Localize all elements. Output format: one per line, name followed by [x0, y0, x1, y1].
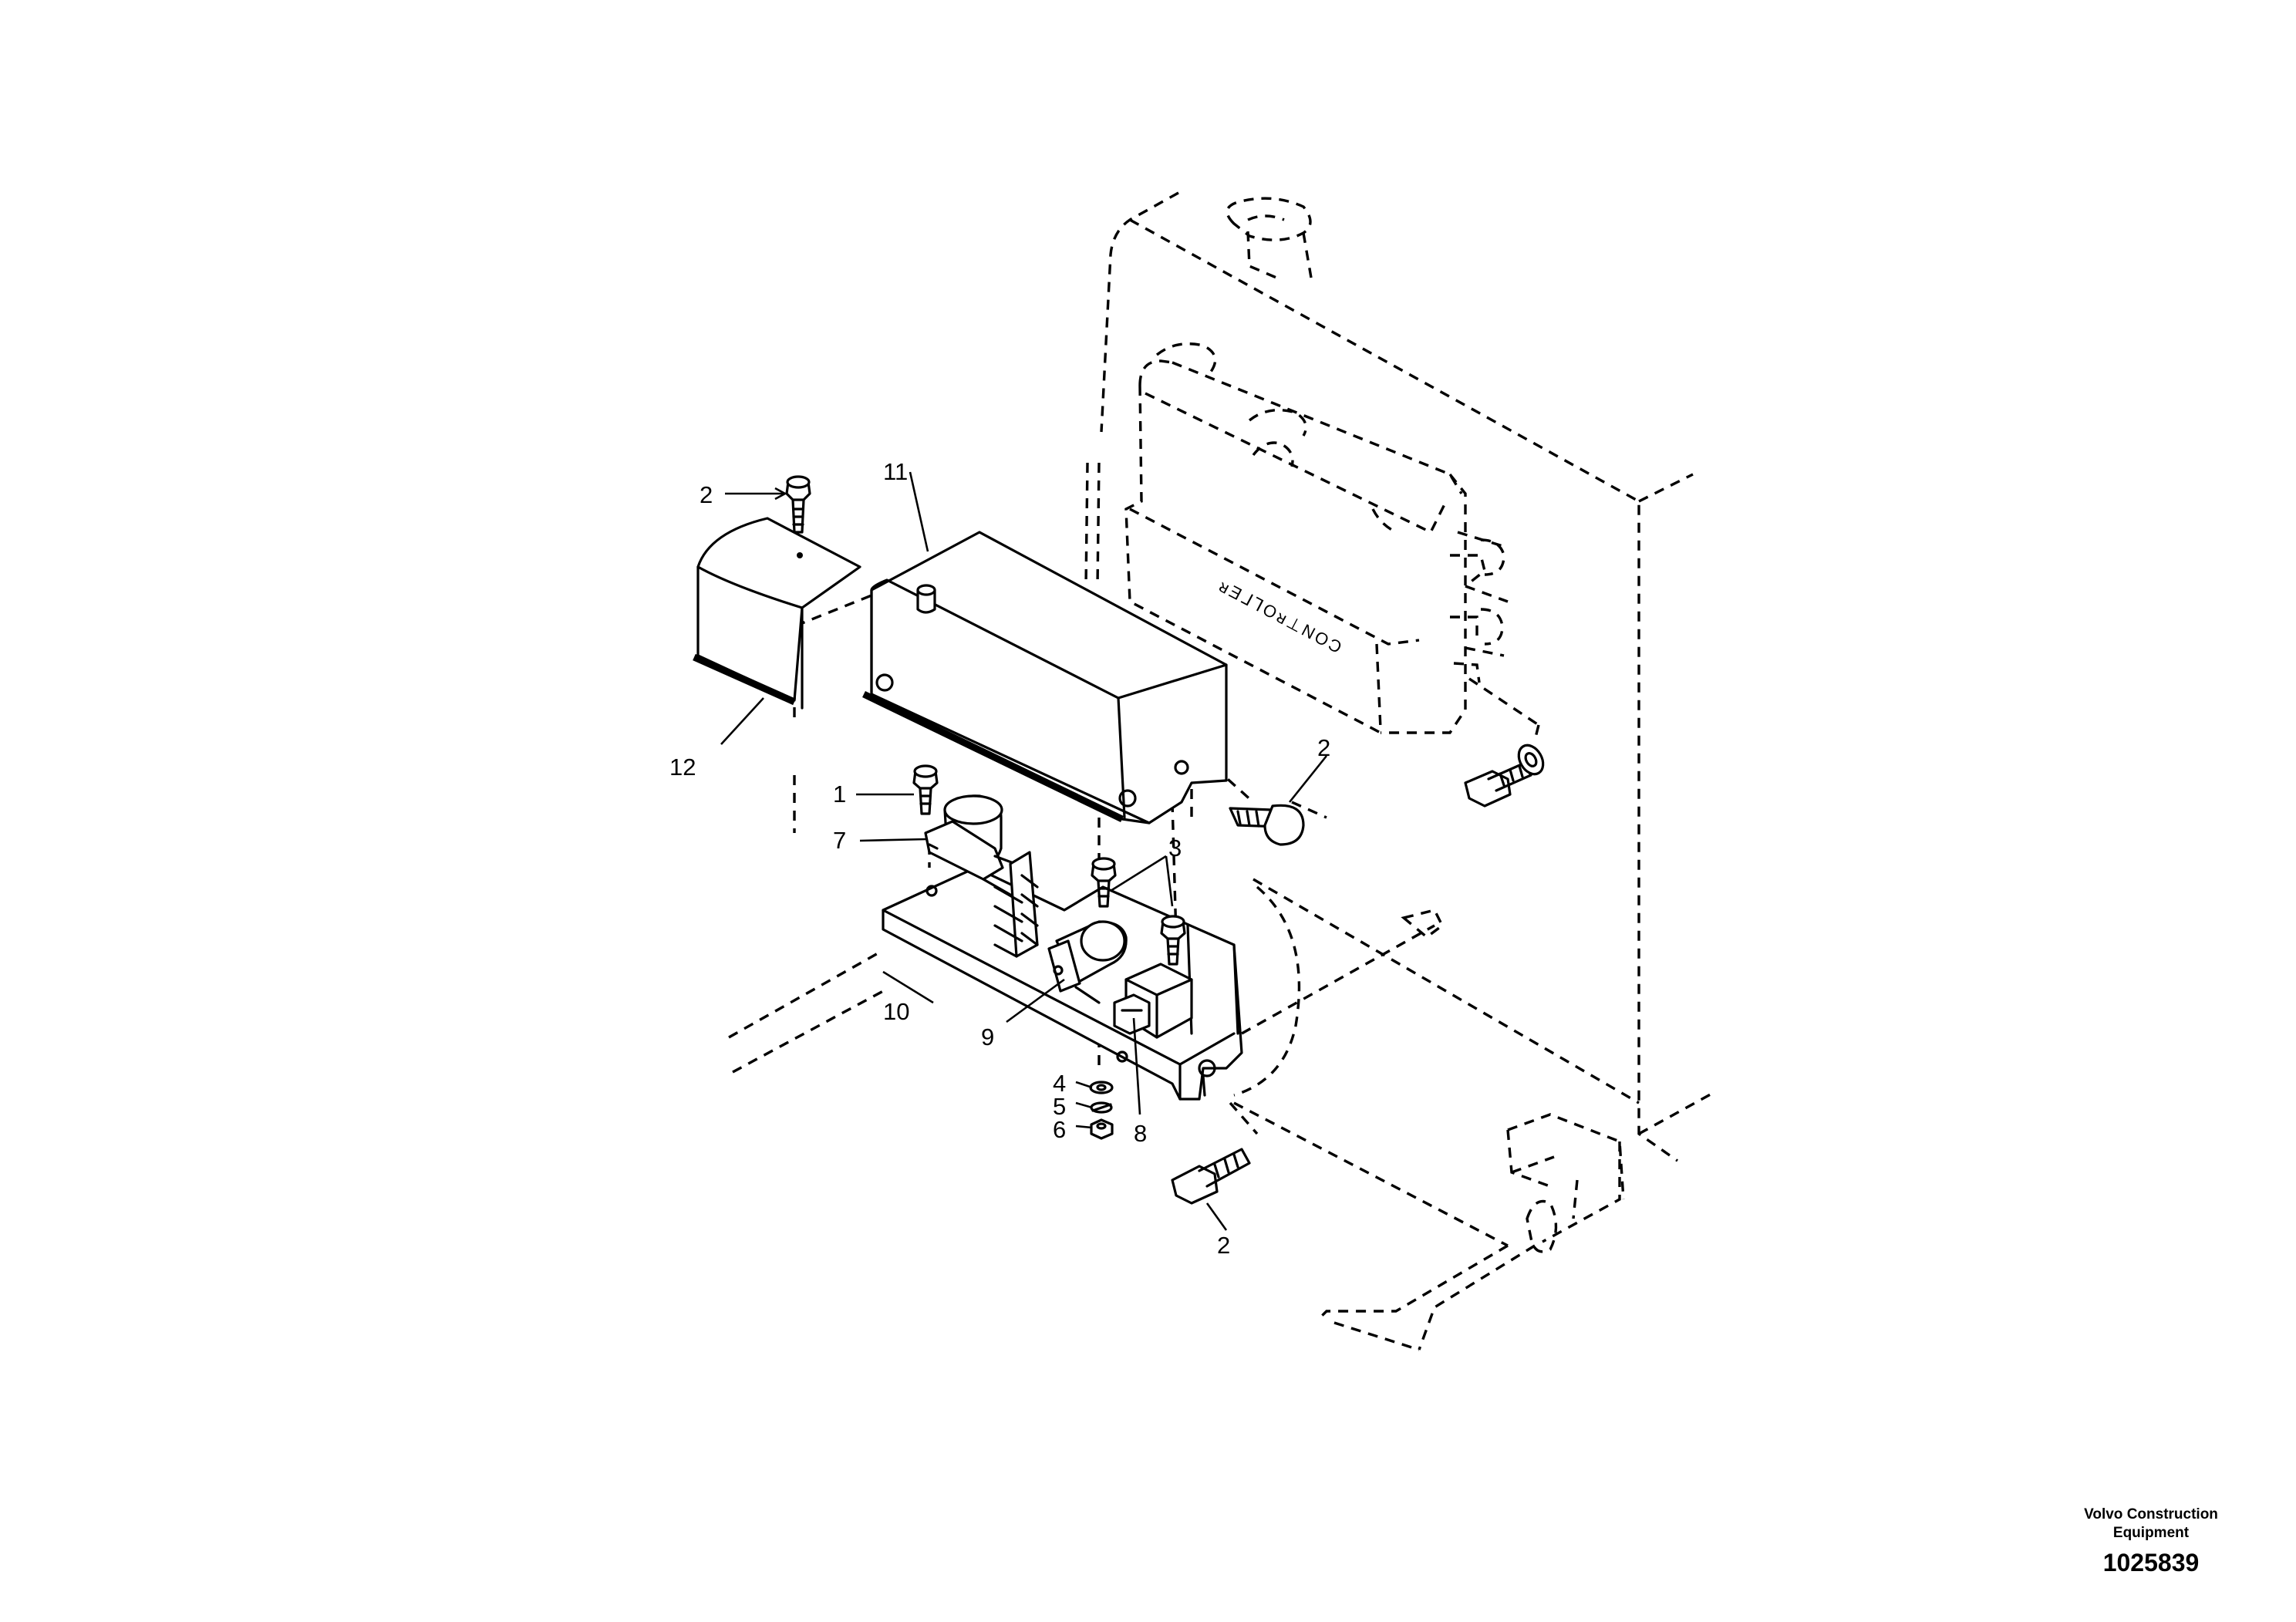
callout-6: 6: [1053, 1116, 1066, 1143]
callout-10: 10: [883, 998, 909, 1025]
publisher-name-line2: Equipment: [2112, 1525, 2190, 1541]
ecu-label: ᴚƎᒧꓶOᴚ⊥NOƆ: [1215, 576, 1347, 658]
lock-washer-part-5: [1090, 1101, 1113, 1114]
bolt-part-3-right: [1160, 915, 1186, 966]
callout-1: 1: [833, 781, 846, 808]
callout-7: 7: [833, 827, 846, 854]
bolt-part-3-left: [1091, 857, 1117, 908]
terminal-strip: [993, 851, 1039, 958]
bolt-part-2-top: [785, 475, 811, 534]
bolt-part-2-right: [1229, 804, 1305, 846]
bolt-part-1: [912, 764, 939, 815]
illustration-number: 1025839: [2102, 1549, 2200, 1576]
callout-8: 8: [1134, 1120, 1147, 1147]
callout-2-right: 2: [1317, 734, 1330, 761]
connector-part-8: [1113, 963, 1193, 1039]
callout-5: 5: [1053, 1093, 1066, 1120]
callout-4: 4: [1053, 1070, 1066, 1097]
publisher-credit: Volvo Construction Equipment 1025839: [2058, 1506, 2244, 1577]
ecu-unit-outline: [1124, 342, 1540, 741]
bolt-part-2-bottom: [1171, 1148, 1251, 1205]
cover-box-part-11: [862, 531, 1228, 824]
washer-part-4: [1089, 1081, 1114, 1094]
small-cover-part-12: [693, 517, 861, 710]
callout-3: 3: [1168, 835, 1182, 862]
callout-12: 12: [669, 754, 696, 781]
nut-part-6: [1090, 1118, 1114, 1140]
callouts: 2 11 12 2 1 7 3 10 9 4 5 6 8 2: [669, 458, 1330, 1259]
bolt-part-2-ecu: [1464, 744, 1545, 808]
callout-2-bottom: 2: [1217, 1232, 1230, 1259]
publisher-name-line1: Volvo Construction: [2084, 1506, 2218, 1523]
callout-2-top: 2: [700, 481, 713, 508]
callout-11: 11: [883, 458, 908, 485]
callout-9: 9: [981, 1023, 994, 1050]
cab-frame-outline: [1084, 191, 1717, 1162]
lower-frame-outline: [728, 585, 1625, 1351]
leader-lines: [720, 471, 1328, 1231]
relay-part-7: [924, 794, 1027, 896]
relay-part-9: [1047, 920, 1128, 1004]
